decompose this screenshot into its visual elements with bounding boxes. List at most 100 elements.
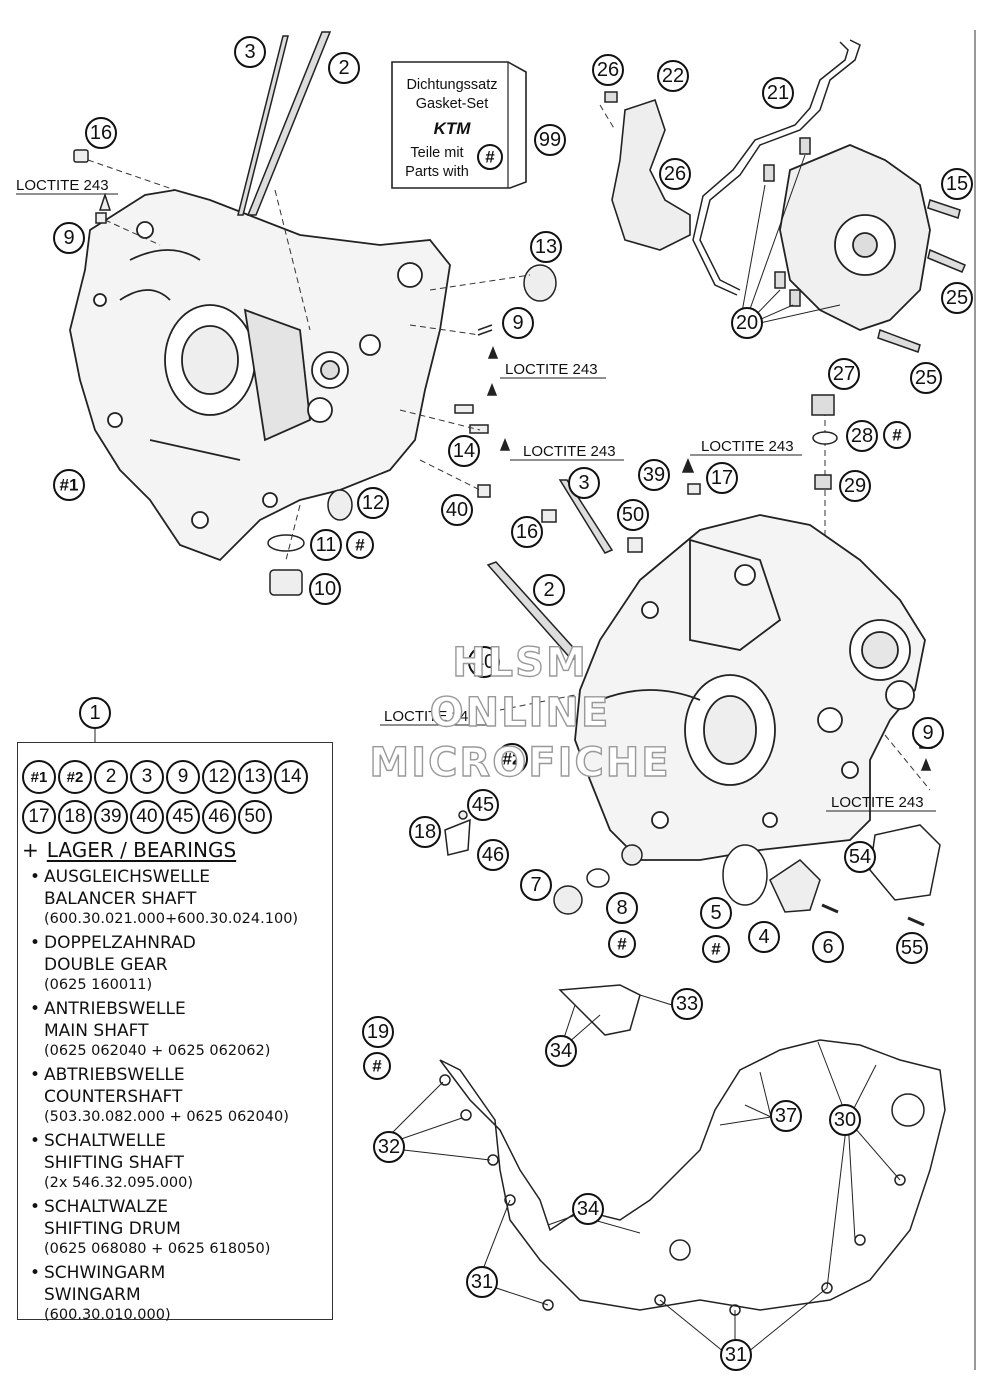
svg-text:29: 29: [844, 475, 866, 497]
callout-marker: 55: [896, 932, 928, 964]
svg-text:13: 13: [535, 236, 557, 258]
svg-text:1: 1: [89, 702, 100, 724]
callout-marker: 6: [812, 931, 844, 963]
bearings-title: LAGER / BEARINGS: [46, 838, 237, 862]
callout-marker: 27: [828, 358, 860, 390]
svg-text:21: 21: [767, 82, 789, 104]
callout-marker: #2: [496, 743, 528, 775]
callout-marker: 30: [829, 1104, 861, 1136]
legend-circle: 50: [238, 800, 272, 834]
legend-circle: 3: [130, 760, 164, 794]
callout-marker: #: [477, 144, 503, 170]
bearing-name-de: AUSGLEICHSWELLE: [44, 867, 210, 887]
svg-text:9: 9: [63, 227, 74, 249]
left-crankcase-half: [69, 189, 451, 562]
cover-gasket: [692, 39, 861, 296]
callout-marker: 16: [85, 117, 117, 149]
svg-text:#: #: [617, 935, 627, 954]
svg-text:#: #: [372, 1057, 382, 1076]
legend-circle: 18: [58, 800, 92, 834]
callout-marker: 34: [572, 1193, 604, 1225]
legend-part-list: #1 #2 2 3 9 12 13 14 17 18 39 40 45 46 5…: [22, 760, 332, 840]
callout-marker: 9: [502, 307, 534, 339]
bearing-name-en: SHIFTING SHAFT: [44, 1153, 184, 1173]
svg-text:9: 9: [922, 722, 933, 744]
callout-marker: 15: [941, 168, 973, 200]
callout-marker: 33: [671, 988, 703, 1020]
svg-text:50: 50: [622, 504, 644, 526]
callout-marker: 28: [846, 420, 878, 452]
svg-text:27: 27: [833, 363, 855, 385]
bearing-item: •AUSGLEICHSWELLE BALANCER SHAFT (600.30.…: [30, 866, 332, 928]
svg-text:37: 37: [775, 1105, 797, 1127]
bearing-name-de: SCHALTWALZE: [44, 1197, 168, 1217]
bullet-icon: •: [30, 999, 41, 1019]
legend-circle: 17: [22, 800, 56, 834]
svg-text:20: 20: [736, 312, 758, 334]
svg-text:2: 2: [338, 57, 349, 79]
callout-marker: 31: [466, 1266, 498, 1298]
legend-circle: 14: [274, 760, 308, 794]
callout-marker: 40: [468, 646, 500, 678]
svg-text:11: 11: [316, 534, 337, 556]
bearing-part-number: (0625 068080 + 0625 618050): [44, 1241, 271, 1257]
plus-sign: +: [22, 838, 39, 862]
legend-row: 17 18 39 40 45 46 50: [22, 800, 332, 834]
svg-text:54: 54: [849, 846, 871, 868]
legend-circle: #1: [22, 760, 56, 794]
bearing-part-number: (0625 062040 + 0625 062062): [44, 1043, 271, 1059]
callout-marker: 29: [839, 470, 871, 502]
loctite-label: LOCTITE 243: [505, 361, 598, 378]
bearing-name-de: DOPPELZAHNRAD: [44, 933, 196, 953]
svg-text:39: 39: [643, 464, 665, 486]
callout-marker: 7: [520, 869, 552, 901]
legend-circle: 39: [94, 800, 128, 834]
svg-text:18: 18: [414, 821, 436, 843]
bearing-item: •SCHALTWALZE SHIFTING DRUM (0625 068080 …: [30, 1196, 332, 1258]
svg-text:#: #: [892, 426, 902, 445]
svg-text:28: 28: [851, 425, 873, 447]
svg-text:40: 40: [473, 651, 495, 673]
callout-marker: #1: [53, 469, 85, 501]
callout-marker: 2: [533, 574, 565, 606]
svg-text:34: 34: [577, 1198, 599, 1220]
svg-text:25: 25: [946, 287, 968, 309]
callout-marker: 5: [700, 897, 732, 929]
bearing-name-de: SCHWINGARM: [44, 1263, 166, 1283]
bearing-items: •AUSGLEICHSWELLE BALANCER SHAFT (600.30.…: [22, 866, 332, 1324]
svg-text:#2: #2: [503, 750, 522, 769]
callout-marker: 34: [545, 1035, 577, 1067]
callout-marker: 20: [731, 307, 763, 339]
svg-text:#: #: [711, 940, 721, 959]
svg-text:#: #: [485, 148, 495, 167]
svg-text:9: 9: [512, 312, 523, 334]
svg-text:12: 12: [362, 492, 384, 514]
svg-text:8: 8: [616, 897, 627, 919]
svg-text:#: #: [355, 536, 365, 555]
callout-marker: 25: [910, 362, 942, 394]
pins-and-bolts-right: [604, 91, 966, 490]
bearing-name-de: ANTRIEBSWELLE: [44, 999, 186, 1019]
bearing-part-number: (0625 160011): [44, 977, 153, 993]
callout-marker: 37: [770, 1100, 802, 1132]
svg-text:32: 32: [378, 1136, 400, 1158]
callout-marker: 16: [511, 516, 543, 548]
svg-text:26: 26: [597, 59, 619, 81]
bearing-item: •SCHWINGARM SWINGARM (600.30.010.000): [30, 1262, 332, 1324]
bullet-icon: •: [30, 1065, 41, 1085]
callout-marker: 99: [534, 124, 566, 156]
right-crankcase-half: [574, 514, 926, 861]
bearing-item: •ABTRIEBSWELLE COUNTERSHAFT (503.30.082.…: [30, 1064, 332, 1126]
legend-circle: 2: [94, 760, 128, 794]
bearing-name-en: BALANCER SHAFT: [44, 889, 197, 909]
svg-text:5: 5: [710, 902, 721, 924]
bearing-item: •SCHALTWELLE SHIFTING SHAFT (2x 546.32.0…: [30, 1130, 332, 1192]
svg-text:#1: #1: [60, 476, 79, 495]
bearing-name-de: SCHALTWELLE: [44, 1131, 166, 1151]
callout-marker: #: [608, 930, 636, 958]
svg-text:34: 34: [550, 1040, 572, 1062]
ignition-cover: [779, 144, 931, 331]
legend-circle: 46: [202, 800, 236, 834]
callout-marker: 26: [592, 54, 624, 86]
callout-marker: 10: [309, 573, 341, 605]
